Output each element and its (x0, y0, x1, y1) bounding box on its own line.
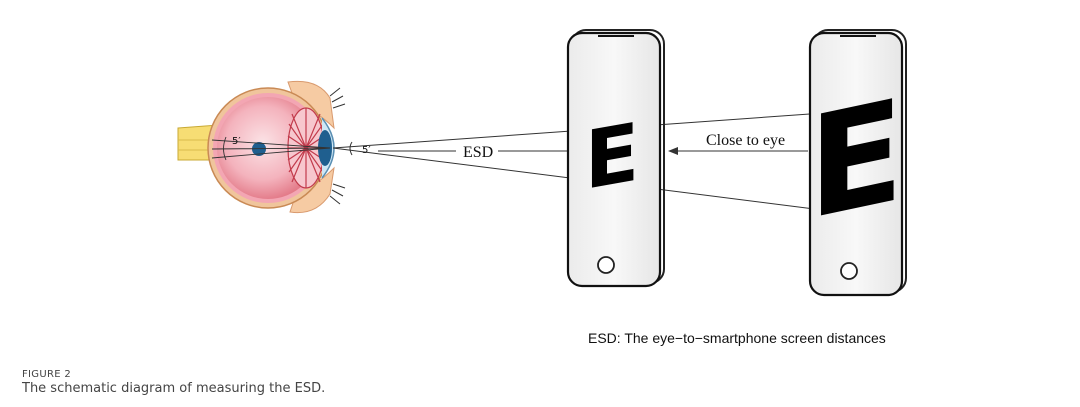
vertex-angle-label: 5′ (362, 145, 371, 156)
optotype-e-near: E (808, 69, 904, 252)
figure-caption: The schematic diagram of measuring the E… (22, 381, 326, 396)
smartphone-near (808, 29, 907, 297)
esd-definition-note: ESD: The eye−to−smartphone screen distan… (588, 330, 886, 346)
close-to-eye-label: Close to eye (706, 132, 785, 149)
eye-angle-label: 5′ (232, 136, 241, 147)
close-arrow (668, 147, 808, 155)
smartphone-far (566, 29, 665, 288)
eye-illustration (177, 80, 346, 214)
figure-label: FIGURE 2 (22, 369, 71, 380)
optotype-e-far: E (585, 106, 640, 209)
esd-label: ESD (463, 144, 493, 161)
